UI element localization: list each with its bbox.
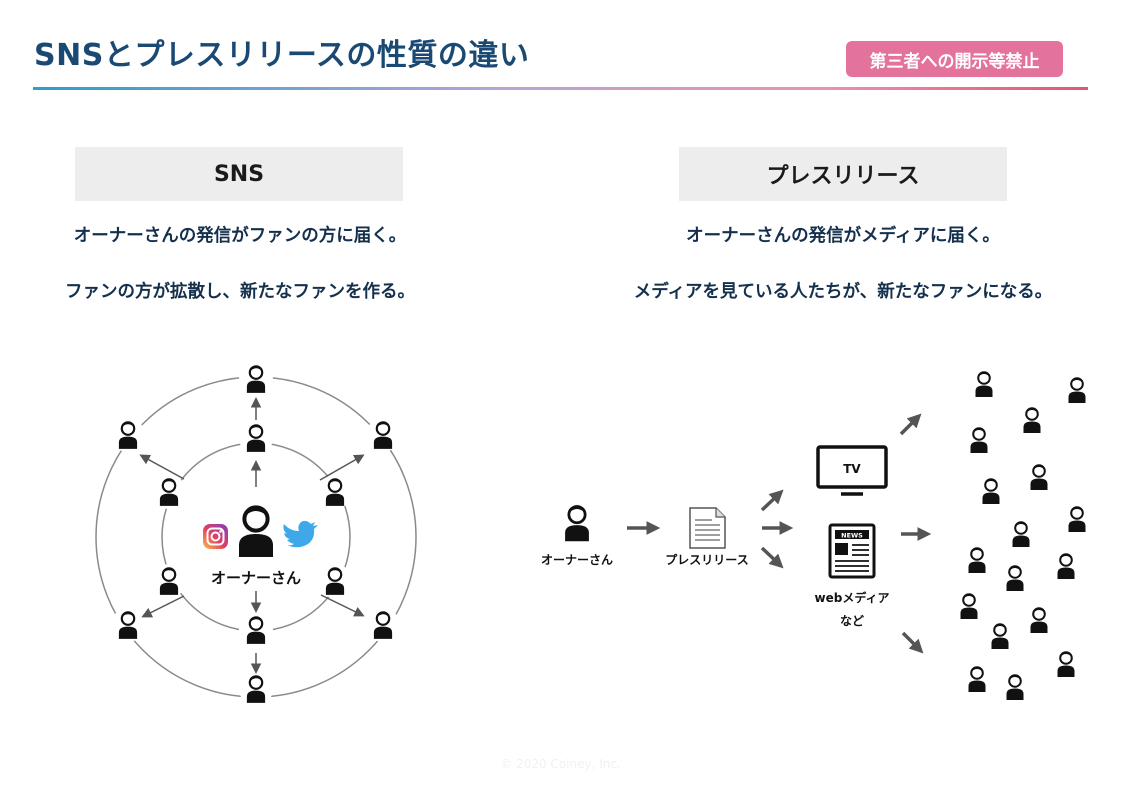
press-description-2: メディアを見ている人たちが、新たなファンになる。 — [633, 282, 1053, 302]
distribution-arrows — [760, 489, 794, 569]
header-divider — [33, 87, 1088, 90]
audience-person-icon — [1056, 651, 1076, 678]
audience-person-icon — [1022, 407, 1042, 434]
audience-person-icon — [1067, 506, 1087, 533]
owner-person-icon — [563, 505, 591, 543]
audience-person-icon — [959, 593, 979, 620]
twitter-icon — [283, 520, 318, 548]
audience-person-icon — [967, 666, 987, 693]
press-release-label: プレスリリース — [665, 552, 748, 567]
press-release-heading: プレスリリース — [679, 147, 1007, 201]
web-media-label: webメディア — [815, 590, 890, 605]
audience-person-icon — [1029, 464, 1049, 491]
sns-heading: SNS — [75, 147, 403, 201]
press-release-flow-diagram: オーナーさん プレスリリース TV NEWS — [541, 371, 1087, 701]
tv-label: TV — [843, 462, 861, 476]
audience-crowd — [959, 371, 1087, 701]
owner-label: オーナーさん — [541, 553, 613, 567]
instagram-icon — [203, 524, 228, 549]
audience-person-icon — [1029, 607, 1049, 634]
page-title: SNSとプレスリリースの性質の違い — [34, 38, 530, 73]
audience-person-icon — [1005, 565, 1025, 592]
audience-person-icon — [1005, 674, 1025, 701]
audience-person-icon — [969, 427, 989, 454]
audience-person-icon — [1067, 377, 1087, 404]
audience-person-icon — [981, 478, 1001, 505]
audience-person-icon — [990, 623, 1010, 650]
press-release-document-icon — [689, 507, 726, 549]
copyright-notice: © 2020 Coiney, Inc. — [500, 757, 621, 771]
spread-arrows — [139, 397, 365, 674]
sns-description-1: オーナーさんの発信がファンの方に届く。 — [73, 226, 407, 246]
owner-person-icon — [237, 505, 275, 559]
confidential-badge: 第三者への開示等禁止 — [846, 41, 1063, 77]
reach-arrows — [899, 413, 932, 654]
audience-person-icon — [974, 371, 994, 398]
news-label: NEWS — [841, 532, 863, 540]
sns-diffusion-diagram: オーナーさん — [95, 362, 417, 706]
audience-person-icon — [967, 547, 987, 574]
newspaper-icon: NEWS — [828, 523, 876, 579]
audience-person-icon — [1056, 553, 1076, 580]
sns-description-2: ファンの方が拡散し、新たなファンを作る。 — [65, 282, 415, 302]
audience-person-icon — [1011, 521, 1031, 548]
owner-label: オーナーさん — [211, 569, 301, 587]
tv-icon: TV — [816, 445, 888, 496]
press-description-1: オーナーさんの発信がメディアに届く。 — [686, 226, 1000, 246]
web-media-label-etc: など — [840, 614, 864, 628]
